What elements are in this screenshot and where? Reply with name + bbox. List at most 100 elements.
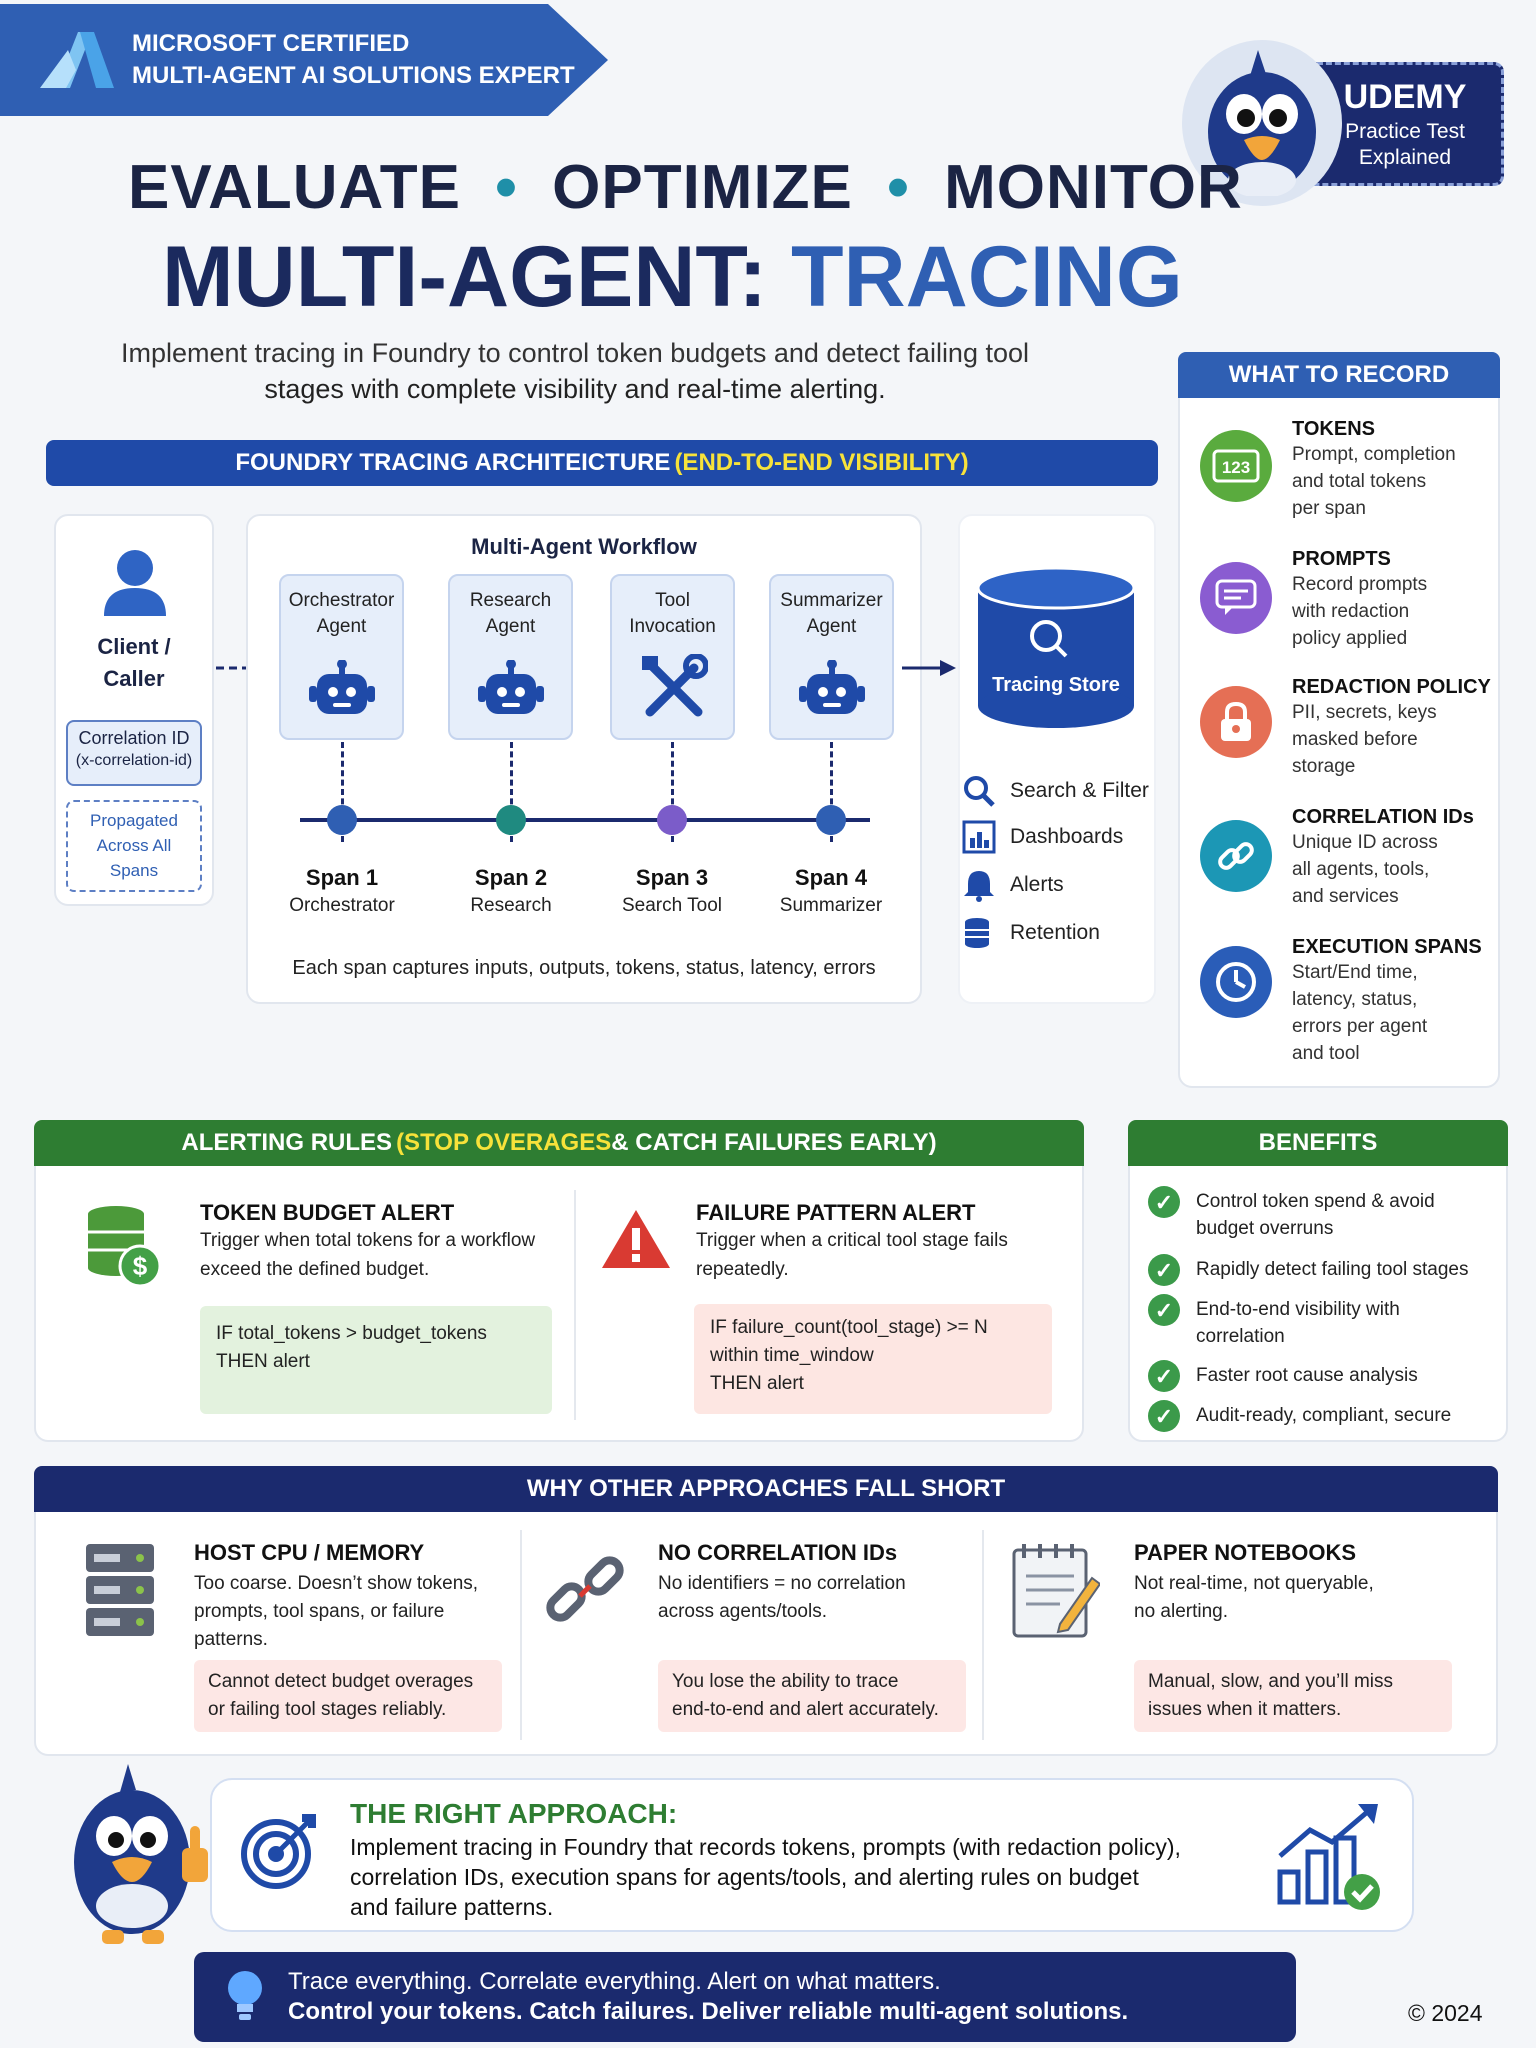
agent-label-line-1: Summarizer — [780, 590, 883, 611]
svg-text:123: 123 — [1222, 458, 1250, 477]
span-dot-2 — [496, 805, 526, 835]
span-dot-3 — [657, 805, 687, 835]
record-item-desc: storage — [1292, 756, 1356, 777]
token-alert-title: TOKEN BUDGET ALERT — [200, 1200, 455, 1225]
robot-icon — [309, 660, 375, 714]
record-icon-correlation — [1200, 820, 1272, 892]
span-subtitle: Research — [470, 895, 552, 916]
workflow-title: Multi-Agent Workflow — [471, 534, 697, 559]
cert-line-1: MICROSOFT CERTIFIED — [132, 30, 410, 57]
architecture-ribbon: FOUNDRY TRACING ARCHITEICTURE (END-TO-EN… — [46, 440, 1158, 486]
mascot-bird-icon — [1208, 50, 1316, 196]
failure-alert-rule: IF failure_count(tool_stage) >= N within… — [694, 1304, 1052, 1414]
user-icon — [104, 550, 166, 616]
agent-label-line-1: Research — [469, 590, 552, 611]
growth-chart-icon — [1277, 1804, 1380, 1910]
propagated-box: Propagated Across All Spans — [66, 800, 202, 892]
headline-evaluate: EVALUATE — [128, 153, 461, 222]
why-note-line: You lose the ability to trace — [672, 1671, 899, 1692]
rule-line: IF total_tokens > budget_tokens — [216, 1323, 487, 1344]
benefits-title: BENEFITS — [1258, 1129, 1378, 1156]
client-label-2: Caller — [103, 666, 165, 691]
benefit-text: End-to-end visibility with — [1196, 1299, 1400, 1320]
why-desc-line: prompts, tool spans, or failure — [194, 1601, 445, 1622]
token-alert-desc-1: Trigger when total tokens for a workflow — [200, 1230, 536, 1251]
correlation-id-box: Correlation ID (x-correlation-id) — [66, 720, 202, 786]
headline-optimize: OPTIMIZE — [552, 153, 853, 222]
failure-alert-desc-1: Trigger when a critical tool stage fails — [696, 1230, 1008, 1251]
bullet-dot: • — [495, 153, 518, 222]
benefit-text: budget overruns — [1196, 1218, 1334, 1239]
clock-icon — [1216, 962, 1256, 1002]
lock-icon — [1221, 701, 1251, 741]
record-item-title: TOKENS — [1292, 418, 1375, 440]
check-icon: ✓ — [1148, 1186, 1180, 1218]
agent-label-line-2: Agent — [806, 616, 857, 637]
why-note-line: Manual, slow, and you’ll miss — [1148, 1671, 1393, 1692]
robot-icon — [478, 660, 544, 714]
alerting-divider — [574, 1190, 576, 1420]
span-subtitle: Search Tool — [622, 895, 722, 916]
headline-tracing: TRACING — [790, 229, 1183, 325]
headline-row-2: MULTI-AGENT: TRACING — [162, 228, 1183, 327]
client-card: Client / Caller Correlation ID (x-correl… — [54, 514, 214, 906]
approach-text: Implement tracing in Foundry that record… — [350, 1832, 1181, 1922]
rule-line: IF failure_count(tool_stage) >= N — [710, 1317, 988, 1338]
alerting-ribbon: ALERTING RULES (STOP OVERAGES & CATCH FA… — [34, 1120, 1084, 1166]
span-connector — [671, 742, 674, 842]
agent-label-line-1: Tool — [655, 590, 690, 611]
benefit-text: Faster root cause analysis — [1196, 1365, 1418, 1386]
check-icon: ✓ — [1148, 1360, 1180, 1392]
why-host-desc: Too coarse. Doesn’t show tokens, prompts… — [194, 1570, 478, 1654]
record-item-redaction: REDACTION POLICY PII, secrets, keys mask… — [1292, 676, 1502, 780]
tool-search-filter: Search & Filter — [962, 774, 1149, 808]
server-icon — [86, 1544, 154, 1636]
span-timeline — [300, 818, 870, 822]
record-icon-spans — [1200, 946, 1272, 1018]
span-dot-4 — [816, 805, 846, 835]
why-ribbon: WHY OTHER APPROACHES FALL SHORT — [34, 1466, 1498, 1512]
money-stack-icon: $ — [88, 1206, 162, 1288]
cert-banner: MICROSOFT CERTIFIED MULTI-AGENT AI SOLUT… — [0, 0, 610, 118]
benefit-text: Rapidly detect failing tool stages — [1196, 1259, 1469, 1280]
span-connector — [830, 742, 833, 842]
alerting-title: ALERTING RULES — [181, 1129, 393, 1156]
why-divider — [520, 1530, 522, 1740]
footer-line-1: Trace everything. Correlate everything. … — [288, 1968, 941, 1995]
headline-monitor: MONITOR — [944, 153, 1243, 222]
approach-card — [210, 1778, 1414, 1932]
mascot-thumbs-up-icon — [74, 1764, 208, 1944]
database-cylinder-icon — [976, 566, 1136, 728]
why-desc-line: No identifiers = no correlation — [658, 1573, 906, 1594]
record-item-title: REDACTION POLICY — [1292, 676, 1491, 698]
propagated-line-2: Across All — [96, 836, 172, 855]
robot-icon — [799, 660, 865, 714]
headline-row-1: EVALUATE • OPTIMIZE • MONITOR — [128, 152, 1243, 223]
why-desc-line: patterns. — [194, 1629, 268, 1650]
why-note-line: end-to-end and alert accurately. — [672, 1699, 939, 1720]
badge-title: UDEMY — [1343, 78, 1467, 116]
lightbulb-icon — [228, 1971, 262, 2020]
why-host-note: Cannot detect budget overages or failing… — [194, 1660, 502, 1732]
approach-line: Implement tracing in Foundry that record… — [350, 1834, 1181, 1860]
record-item-desc: masked before — [1292, 729, 1418, 750]
counter-icon: 123 — [1212, 449, 1260, 483]
record-item-title: EXECUTION SPANS — [1292, 936, 1482, 958]
record-item-desc: all agents, tools, — [1292, 859, 1430, 880]
tool-label: Dashboards — [1010, 825, 1124, 848]
chart-icon — [962, 820, 996, 854]
agent-label-line-2: Agent — [485, 616, 536, 637]
span-subtitle: Orchestrator — [289, 895, 395, 916]
agent-box-summarizer: Summarizer Agent — [769, 574, 894, 740]
copyright: © 2024 — [1408, 2000, 1483, 2026]
alerting-title-highlight: (STOP OVERAGES — [396, 1129, 612, 1156]
record-ribbon: WHAT TO RECORD — [1178, 352, 1500, 398]
record-item-prompts: PROMPTS Record prompts with redaction po… — [1292, 548, 1502, 652]
check-icon: ✓ — [1148, 1254, 1180, 1286]
tool-label: Retention — [1010, 921, 1100, 944]
span-name: Span 1 — [305, 865, 379, 890]
why-desc-line: no alerting. — [1134, 1601, 1229, 1622]
architecture-title-highlight: (END-TO-END VISIBILITY) — [674, 449, 969, 476]
rule-line: THEN alert — [216, 1351, 310, 1372]
